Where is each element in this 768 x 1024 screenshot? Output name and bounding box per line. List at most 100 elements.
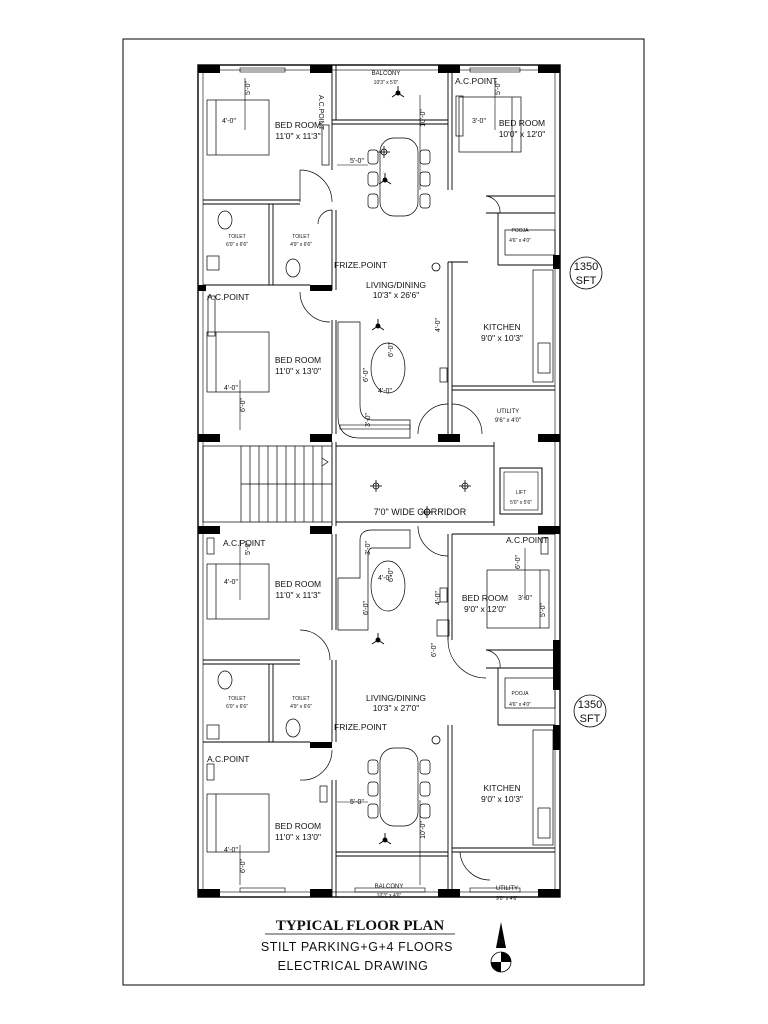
area-top-value: 1350 [574,261,598,273]
title-block: TYPICAL FLOOR PLAN STILT PARKING+G+4 FLO… [261,918,455,973]
dimension-lines [239,78,526,885]
north-compass-icon: N [490,922,512,973]
lower-living-size: 10'3" x 27'0" [373,703,420,713]
drawing-subtitle-1: STILT PARKING+G+4 FLOORS [261,940,453,954]
lower-pooja-size: 4'6" x 4'0" [509,702,531,708]
drawing-subtitle-2: ELECTRICAL DRAWING [278,959,429,973]
lift-shaft [499,467,543,515]
upper-living-name: LIVING/DINING [366,280,426,290]
staircase [202,445,332,523]
upper-dim-e: 4'-0" [224,385,238,392]
lower-kitchen-size: 9'0" x 10'3" [481,794,523,804]
upper-dim-l: 4'-0" [378,388,392,395]
drawing-title: TYPICAL FLOOR PLAN [276,918,445,934]
lower-bed3-size: 11'0" x 13'0" [275,832,321,842]
upper-dim-i: 4'-0" [222,118,236,125]
lower-bed1-size: 11'0" x 11'3" [275,590,320,600]
upper-ac-point-2: A.C.POINT [455,76,498,86]
area-badge-top: 1350 SFT [569,256,603,290]
upper-dim-h: 6'-0" [388,343,395,357]
upper-toilet2-name: TOILET [292,234,309,240]
lower-bed3-name: BED ROOM [275,821,321,831]
lower-pooja-name: POOJA [512,691,530,697]
lower-dim-e: 5'-0" [350,799,364,806]
area-top-unit: SFT [576,275,597,287]
upper-dim-g: 10'-0" [420,109,427,127]
upper-dim-a: 5'-0" [245,81,252,95]
lower-dim-a: 5'-0" [245,541,252,555]
lift-size: 5'0" x 5'6" [510,500,532,506]
lower-dim-j: 3'-0" [518,595,532,602]
lower-unit-labels: BED ROOM 11'0" x 11'3" BED ROOM 9'0" x 1… [207,535,549,902]
upper-kitchen-size: 9'0" x 10'3" [481,333,523,343]
lower-toilet2-name: TOILET [292,696,309,702]
upper-bed2-size: 10'0" x 12'0" [499,129,546,139]
door-swings [299,169,501,881]
beds [206,96,550,853]
upper-utility-name: UTILITY [497,409,519,415]
lower-toilet1-name: TOILET [228,696,245,702]
upper-balcony-name: BALCONY [372,71,401,77]
upper-frize-point: FRIZE.POINT [334,260,387,270]
interior-walls [197,65,561,897]
lower-ac-point-1: A.C.POINT [223,538,266,548]
lower-dim-l: 5'-0" [540,603,547,617]
upper-dim-b: 5'-0" [495,81,502,95]
area-bottom-value: 1350 [578,699,602,711]
upper-bed3-name: BED ROOM [275,355,321,365]
corridor-label: 7'0" WIDE CORRIDOR [374,507,467,517]
sheet-border [122,38,645,986]
lower-toilet2-size: 4'9" x 6'6" [290,704,312,710]
lower-utility-size: 9'0" x 4'6" [496,896,518,902]
upper-pooja-size: 4'6" x 4'0" [509,238,531,244]
lower-utility-name: UTILITY [496,886,518,892]
lower-living-name: LIVING/DINING [366,693,426,703]
upper-bed2-name: BED ROOM [499,118,545,128]
upper-bed1-size: 11'0" x 11'3" [275,131,320,141]
lower-bed2-name: BED ROOM [462,593,508,603]
lower-bed2-size: 9'0" x 12'0" [464,604,506,614]
lower-dim-n: 4'-0" [435,591,442,605]
upper-toilet1-name: TOILET [228,234,245,240]
north-label: N [498,937,504,946]
lower-dim-f: 6'-0" [363,601,370,615]
upper-dim-k: 3'-0" [365,413,372,427]
kitchen-counters [504,229,556,846]
lower-dim-d: 6'-0" [240,859,247,873]
upper-pooja-name: POOJA [512,228,530,234]
lower-dim-k: 6'-0" [388,568,395,582]
lower-frize-point: FRIZE.POINT [334,722,387,732]
corridor-labels: 7'0" WIDE CORRIDOR LIFT 5'0" x 5'6" [374,490,532,517]
upper-living-size: 10'3" x 26'6" [373,290,420,300]
upper-utility-size: 9'6" x 4'0" [495,418,521,424]
area-badge-bottom: 1350 SFT [573,694,607,728]
upper-dim-d: 6'-0" [240,398,247,412]
upper-balcony-size: 10'3" x 5'0" [374,80,399,86]
lower-bed1-name: BED ROOM [275,579,321,589]
upper-kitchen-name: KITCHEN [483,322,520,332]
lower-dim-c: 4'-0" [224,847,238,854]
upper-bed3-size: 11'0" x 13'0" [275,366,321,376]
ceiling-fan-icons [371,86,405,845]
upper-dim-j: 3'-0" [472,118,486,125]
lower-dim-h: 3'-0" [365,541,372,555]
lower-kitchen-name: KITCHEN [483,783,520,793]
lower-dim-o: 6'-0" [431,643,438,657]
area-bottom-unit: SFT [580,713,601,725]
lower-balcony-name: BALCONY [375,884,404,890]
upper-dim-f: 6'-0" [363,368,370,382]
lower-dim-m: 4'-0" [378,575,392,582]
lift-name: LIFT [516,490,526,496]
lower-ac-point-3: A.C.POINT [207,754,250,764]
sofas [337,321,411,631]
upper-toilet2-size: 4'9" x 6'6" [290,242,312,248]
light-point-icons [370,146,471,745]
lower-dim-g: 10'-0" [420,821,427,839]
lower-dim-i: 6'-0" [515,555,522,569]
lower-ac-point-2: A.C.POINT [506,535,549,545]
lower-balcony-size: 10'3" x 4'6" [377,893,402,899]
upper-dim-m: 4'-0" [435,318,442,332]
upper-toilet1-size: 6'0" x 6'6" [226,242,248,248]
upper-ac-point-vertical: A.C.POINT [317,95,324,131]
